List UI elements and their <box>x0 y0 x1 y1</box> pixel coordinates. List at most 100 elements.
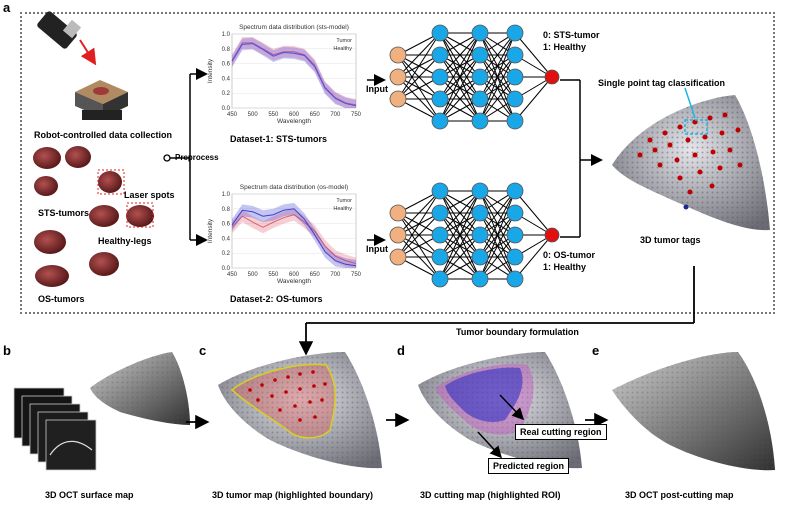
y-tick-label: 0.8 <box>222 207 231 213</box>
nn-hidden-node <box>471 204 489 222</box>
preprocess-bracket <box>163 68 208 246</box>
preprocess-label: Preprocess <box>175 153 219 162</box>
robot-caption: Robot-controlled data collection <box>34 130 173 140</box>
chart-sts: Spectrum data distribution (sts-model) 0.… <box>207 24 362 125</box>
nn-edge <box>439 54 481 122</box>
neural-network-sts <box>389 24 560 130</box>
x-tick-label: 700 <box>330 272 341 278</box>
x-axis-label: Wavelength <box>277 278 311 285</box>
nn-input-node <box>389 46 407 64</box>
y-tick-label: 1.0 <box>222 32 231 38</box>
output-sts-line2: 1: Healthy <box>543 42 587 52</box>
tissue-samples <box>33 146 154 287</box>
nn-hidden-node <box>506 248 524 266</box>
chart-title: Spectrum data distribution (os-model) <box>240 184 348 191</box>
nn-hidden-node <box>471 90 489 108</box>
panel-letter-a: a <box>3 0 11 15</box>
sts-tumors-label: STS-tumors <box>38 208 90 218</box>
os-tumors-label: OS-tumors <box>38 294 85 304</box>
y-tick-label: 0.6 <box>222 62 231 68</box>
y-axis-label: Intensity <box>207 58 214 83</box>
y-axis-label: Intensity <box>207 218 214 243</box>
nn-edge <box>397 32 441 78</box>
series-band-healthy <box>232 37 356 109</box>
series-band-tumor <box>232 36 356 108</box>
nn-hidden-node <box>431 90 449 108</box>
nn-input-node <box>389 68 407 86</box>
nn-hidden-node <box>471 248 489 266</box>
x-tick-label: 650 <box>310 112 321 118</box>
panel-letter-d: d <box>397 343 405 358</box>
nn-hidden-node <box>431 204 449 222</box>
nn-input-node <box>389 226 407 244</box>
nn-hidden-node <box>431 270 449 288</box>
x-tick-label: 550 <box>268 272 279 278</box>
tumor-tags-caption: 3D tumor tags <box>640 235 701 245</box>
caption-tumor-map: 3D tumor map (highlighted boundary) <box>212 490 373 500</box>
nn-edge <box>439 190 481 236</box>
nn-hidden-node <box>471 270 489 288</box>
x-tick-label: 500 <box>248 112 259 118</box>
nn-hidden-node <box>506 90 524 108</box>
nn-hidden-node <box>431 112 449 130</box>
series-line-tumor <box>231 214 357 265</box>
input-label-2: Input <box>366 244 388 254</box>
nn-edge <box>479 32 516 122</box>
nn-edge <box>479 234 516 280</box>
oct-surface-map <box>90 352 190 425</box>
x-tick-label: 500 <box>248 272 259 278</box>
panel-letter-c: c <box>199 343 207 358</box>
healthy-legs-label: Healthy-legs <box>98 236 152 246</box>
y-tick-label: 0.4 <box>222 236 231 242</box>
robot-stage <box>75 80 128 120</box>
x-tick-label: 750 <box>351 272 362 278</box>
panel-a-frame <box>20 12 775 314</box>
nn-edge <box>397 190 441 236</box>
neural-network-os <box>389 182 560 288</box>
nn-edge <box>439 32 481 78</box>
series-band-tumor <box>232 208 356 268</box>
nn-hidden-node <box>431 68 449 86</box>
nn-hidden-node <box>471 226 489 244</box>
nn-input-node <box>389 248 407 266</box>
nn-output-node <box>544 227 560 243</box>
output-os-line2: 1: Healthy <box>543 262 587 272</box>
nn-hidden-node <box>471 68 489 86</box>
predicted-region-box: Predicted region <box>488 458 570 474</box>
y-tick-label: 0.2 <box>222 91 231 97</box>
post-cutting-map <box>612 352 775 471</box>
y-tick-label: 0.2 <box>222 251 231 257</box>
single-point-label: Single point tag classification <box>598 78 726 88</box>
y-tick-label: 0.8 <box>222 47 231 53</box>
nn-hidden-node <box>506 270 524 288</box>
caption-cutting-map: 3D cutting map (highlighted ROI) <box>420 490 561 500</box>
dataset1-label: Dataset-1: STS-tumors <box>230 134 328 144</box>
robot-camera <box>37 11 97 66</box>
nn-hidden-node <box>471 46 489 64</box>
nn-edge <box>439 32 481 122</box>
x-tick-label: 450 <box>227 112 238 118</box>
merge-connector <box>560 79 603 238</box>
legend-entry: Tumor <box>336 38 352 44</box>
boundary-connector <box>298 266 695 356</box>
nn-edge <box>479 190 516 280</box>
nn-input-node <box>389 90 407 108</box>
chart-title: Spectrum data distribution (sts-model) <box>239 24 349 31</box>
nn-edge <box>514 234 553 280</box>
caption-oct-surface: 3D OCT surface map <box>45 490 134 500</box>
series-line-tumor <box>231 42 357 106</box>
legend-entry: Healthy <box>333 46 352 52</box>
cutting-map <box>418 352 582 469</box>
nn-edge <box>514 32 553 78</box>
nn-edge <box>439 212 481 280</box>
x-tick-label: 450 <box>227 272 238 278</box>
y-tick-label: 1.0 <box>222 192 231 198</box>
nn-hidden-node <box>431 248 449 266</box>
caption-post-cutting: 3D OCT post-cutting map <box>625 490 734 500</box>
nn-edge <box>514 190 553 236</box>
nn-hidden-node <box>506 182 524 200</box>
nn-hidden-node <box>506 68 524 86</box>
panel-letter-b: b <box>3 343 11 358</box>
nn-hidden-node <box>431 46 449 64</box>
nn-edge <box>479 190 516 258</box>
